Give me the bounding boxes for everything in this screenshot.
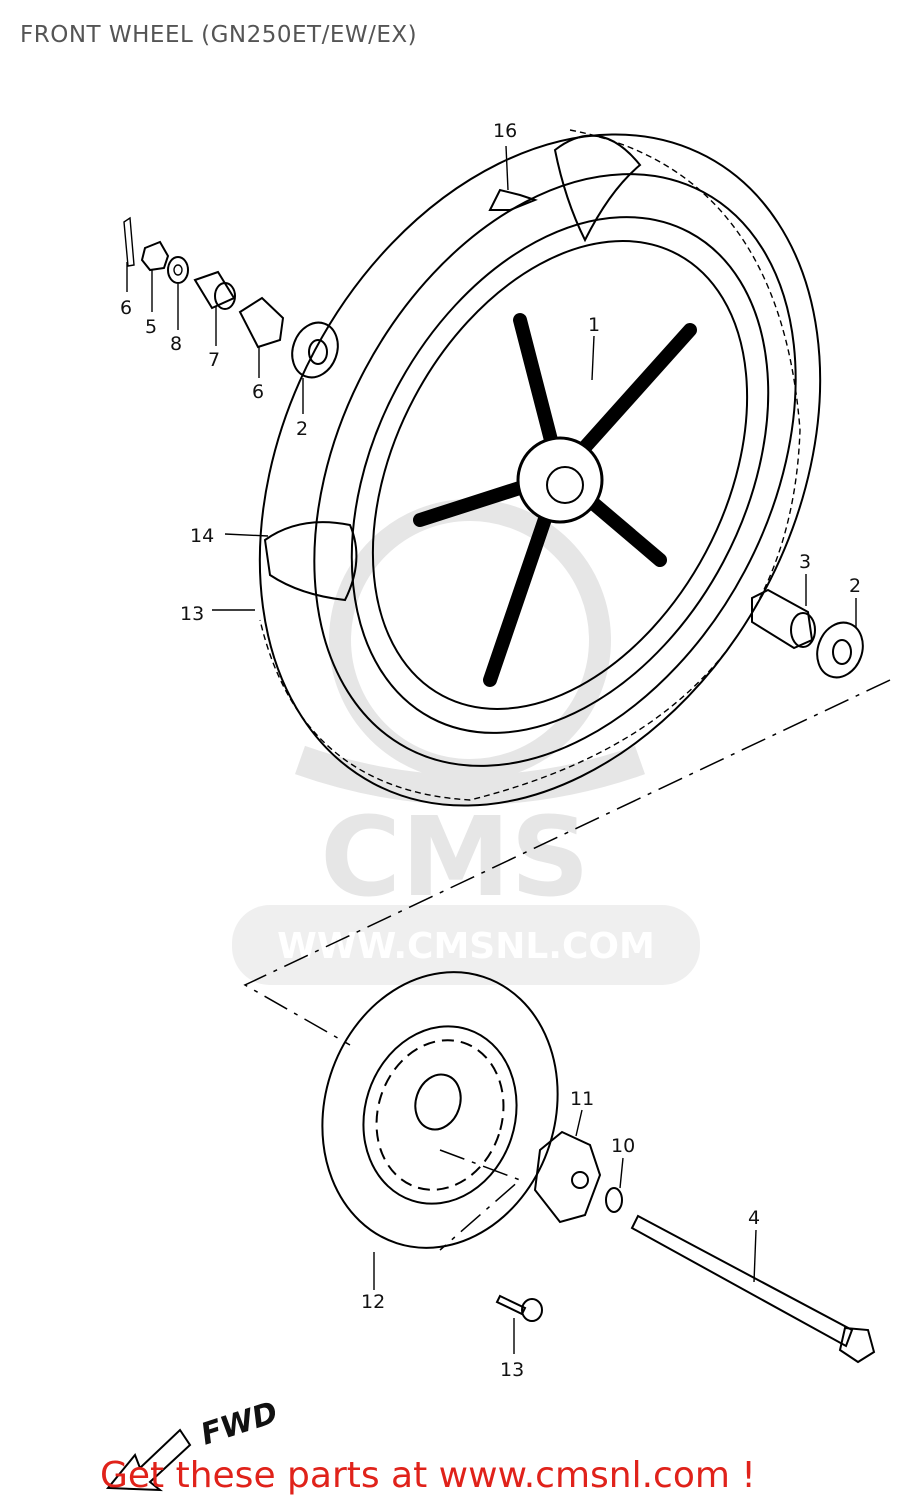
disc-center-hole (414, 1073, 462, 1131)
tire-inner-edge (313, 173, 797, 767)
callout-5: 5 (145, 316, 157, 338)
leader-lines (126, 145, 857, 1354)
callout-3: 3 (799, 551, 811, 573)
hub-center (546, 466, 584, 504)
brake-disc (321, 971, 559, 1249)
inner-tube (263, 521, 358, 602)
right-spacer-end (790, 612, 816, 648)
assembly-axis-lines (243, 679, 891, 1251)
axle-nut (140, 240, 170, 272)
wheel-rim (350, 216, 770, 734)
tube-cut-end (263, 521, 358, 602)
speedometer-gearbox (533, 1130, 602, 1224)
washer (167, 256, 189, 284)
rim-inner (371, 240, 749, 710)
right-bearing-inner (832, 639, 852, 665)
left-bearing (291, 321, 339, 379)
gearbox-boss (571, 1171, 589, 1189)
disc-outer (321, 971, 559, 1249)
callout-4: 4 (748, 1207, 760, 1229)
watermark: CMS WWW.CMSNL.COM (232, 499, 700, 985)
axle-washer (605, 1187, 623, 1213)
watermark-url: WWW.CMSNL.COM (277, 926, 655, 967)
axle-head (838, 1326, 876, 1364)
right-axle-parts (751, 588, 864, 679)
watermark-swoosh (295, 745, 645, 805)
left-axle-parts (123, 216, 339, 379)
fwd-arrow-icon (105, 1428, 192, 1492)
watermark-banner (232, 905, 700, 985)
callout-7: 6 (252, 381, 264, 403)
callout-6: 6 (120, 297, 132, 319)
watermark-logo: CMS (320, 793, 589, 921)
axle-shaft (630, 1214, 876, 1364)
fwd-label: FWD (197, 1395, 282, 1453)
tire (258, 129, 822, 807)
collar-end (214, 282, 236, 310)
callout-16: 16 (493, 120, 517, 142)
callout-14: 13 (180, 603, 204, 625)
left-bearing-inner (308, 339, 328, 365)
callout-labels: 16 6 5 8 7 6 2 1 14 13 3 2 11 10 4 12 13 (120, 120, 861, 1381)
tire-cutaway (553, 134, 642, 243)
callout-10: 10 (611, 1135, 635, 1157)
callout-15: 14 (190, 525, 214, 547)
spacer (238, 296, 285, 349)
right-bearing (816, 621, 864, 679)
callout-2-left: 2 (296, 418, 308, 440)
page-title: FRONT WHEEL (GN250ET/EW/EX) (20, 22, 418, 48)
washer-hole (173, 264, 183, 276)
callout-8: 7 (208, 349, 220, 371)
collar (193, 270, 236, 310)
tire-tread (259, 129, 801, 801)
disc-inner (362, 1025, 518, 1205)
callout-1: 1 (588, 314, 600, 336)
footer-link-text[interactable]: Get these parts at www.cmsnl.com ! (100, 1455, 756, 1496)
disc-bolt (495, 1294, 543, 1322)
callout-2-right: 2 (849, 575, 861, 597)
balance-weight (488, 188, 538, 211)
callout-13: 13 (500, 1359, 524, 1381)
callout-12: 12 (361, 1291, 385, 1313)
callout-9: 8 (170, 333, 182, 355)
tire-outer-edge (258, 133, 822, 807)
rim-outer (350, 216, 770, 734)
cotter-pin (123, 216, 135, 267)
disc-holes-ring (375, 1039, 505, 1191)
callout-11: 11 (570, 1088, 594, 1110)
